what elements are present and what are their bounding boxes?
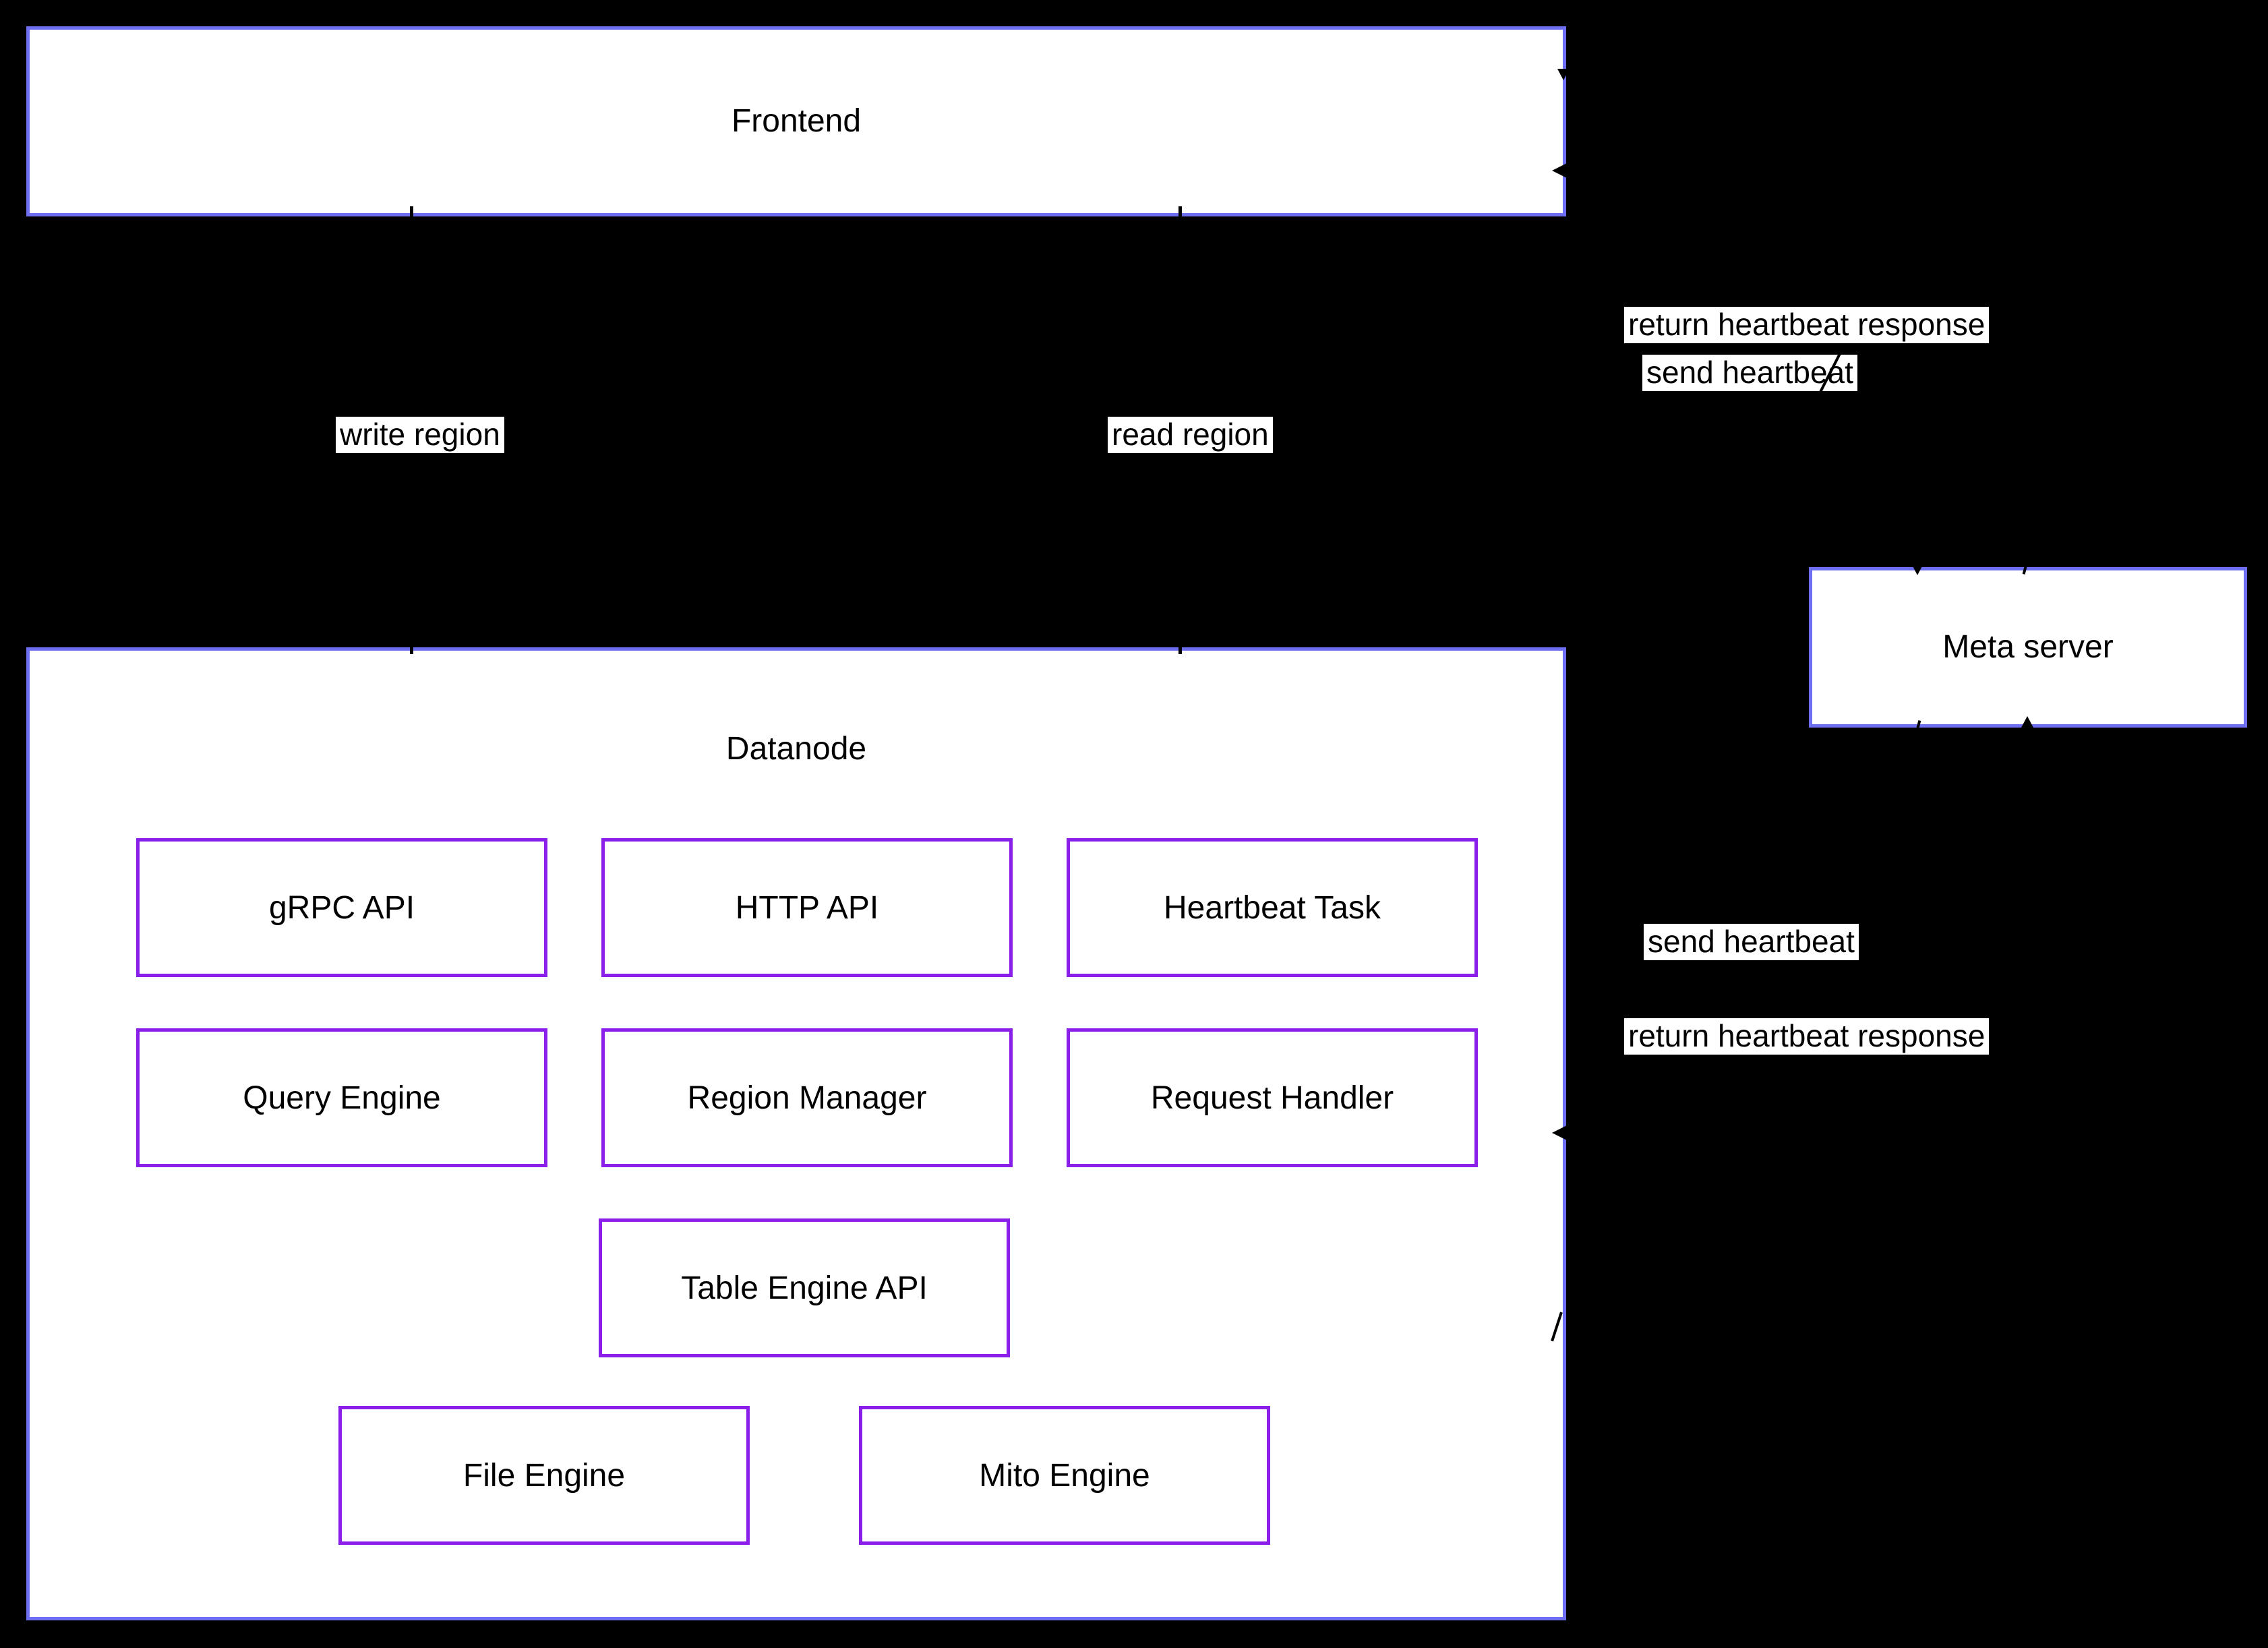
edge-label-return-heartbeat-top: return heartbeat response: [1624, 307, 1990, 343]
component-heartbeat-task: Heartbeat Task: [1067, 838, 1478, 977]
frontend-node: Frontend: [26, 26, 1566, 216]
send-heartbeat-arrowhead-meta-bottom: [2021, 716, 2033, 728]
datanode-label: Datanode: [725, 731, 867, 767]
read-region-arrowhead-datanode: [1178, 631, 1182, 654]
component-http-api: HTTP API: [601, 838, 1013, 977]
component-grpc-api-label: gRPC API: [268, 889, 415, 926]
component-table-engine-api: Table Engine API: [599, 1218, 1010, 1357]
edge-label-write-region: write region: [336, 417, 504, 453]
component-request-handler-label: Request Handler: [1150, 1080, 1394, 1116]
component-query-engine: Query Engine: [136, 1028, 547, 1167]
component-table-engine-api-label: Table Engine API: [681, 1270, 928, 1306]
component-request-handler: Request Handler: [1067, 1028, 1478, 1167]
meta-server-node: Meta server: [1809, 567, 2247, 728]
component-mito-engine: Mito Engine: [859, 1406, 1270, 1545]
component-heartbeat-task-label: Heartbeat Task: [1164, 889, 1381, 926]
write-region-line-tick-frontend: [410, 206, 413, 231]
edge-label-read-region: read region: [1108, 417, 1273, 453]
edge-label-send-heartbeat-top: send heartbeat: [1642, 355, 1857, 391]
read-region-line-tick-frontend: [1178, 206, 1182, 231]
component-http-api-label: HTTP API: [735, 889, 879, 926]
component-query-engine-label: Query Engine: [243, 1080, 441, 1116]
component-region-manager: Region Manager: [601, 1028, 1013, 1167]
component-file-engine: File Engine: [338, 1406, 750, 1545]
component-file-engine-label: File Engine: [462, 1457, 626, 1494]
component-mito-engine-label: Mito Engine: [979, 1457, 1150, 1494]
edge-label-return-heartbeat-right: return heartbeat response: [1624, 1018, 1990, 1055]
return-heartbeat-arrowhead-frontend: [1552, 163, 1567, 178]
component-grpc-api: gRPC API: [136, 838, 547, 977]
frontend-label: Frontend: [731, 102, 862, 139]
return-heartbeat-arrowhead-datanode: [1552, 1125, 1567, 1140]
send-heartbeat-line-start-frontend: [1557, 69, 1570, 80]
write-region-arrowhead-datanode: [410, 631, 413, 654]
edge-label-send-heartbeat-right: send heartbeat: [1644, 924, 1859, 960]
send-heartbeat-arrowhead-meta-top: [1911, 564, 1923, 575]
meta-server-label: Meta server: [1942, 628, 2114, 665]
component-region-manager-label: Region Manager: [687, 1080, 927, 1116]
